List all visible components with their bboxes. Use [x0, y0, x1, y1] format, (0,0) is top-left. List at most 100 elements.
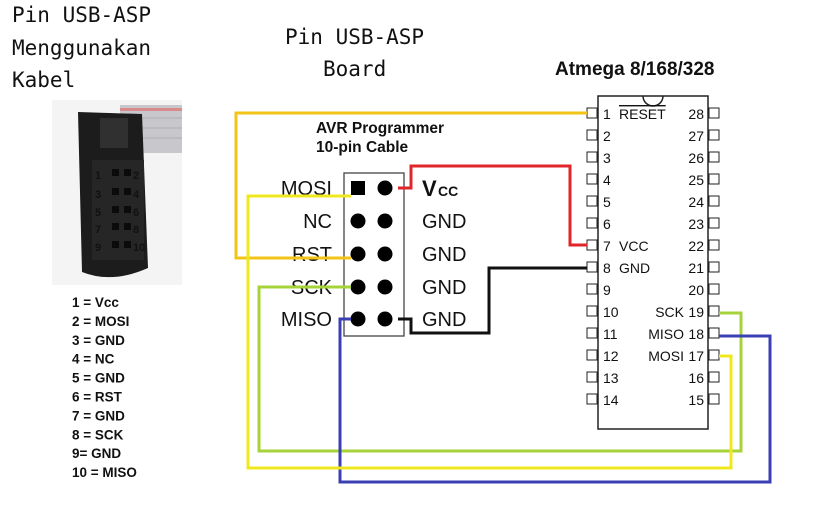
header-pin [377, 180, 393, 196]
pin-hole [124, 188, 131, 195]
chip-notch [642, 95, 664, 107]
pin-hole [112, 206, 119, 213]
vcc-wire [398, 164, 587, 247]
vcc-label-sub: CC [438, 183, 458, 199]
programmer-title-line-2: 10-pin Cable [316, 139, 409, 156]
photo-pin-label: 3 [95, 189, 101, 201]
chip-pin-number: 20 [688, 282, 704, 298]
header-pin [350, 279, 366, 295]
wires [234, 111, 772, 484]
chip-pin-number: 15 [688, 392, 704, 408]
pin-hole [112, 188, 119, 195]
chip-pin-label: RESET [619, 106, 666, 122]
board-title-line-1: Pin USB-ASP [285, 25, 424, 49]
chip-pin-number: 4 [603, 172, 611, 188]
pinout-list-item: 2 = MOSI [72, 314, 129, 329]
header-pin [350, 246, 366, 262]
header-pin-1-square [351, 181, 365, 195]
chip-pin-number: 8 [603, 260, 611, 276]
chip-pin-number: 13 [603, 370, 619, 386]
programmer-header-pins [350, 180, 393, 327]
chip-pin-label: SCK [655, 304, 684, 320]
pinout-list-item: 10 = MISO [72, 465, 137, 480]
chip-pin-number: 3 [603, 150, 611, 166]
pinout-list-item: 9= GND [72, 446, 121, 461]
chip-pin-number: 7 [603, 238, 611, 254]
chip-pin-pad [586, 151, 598, 163]
programmer-title: AVR Programmer 10-pin Cable [316, 120, 444, 156]
chip-title: Atmega 8/168/328 [555, 59, 715, 80]
chip-pin-number: 5 [603, 194, 611, 210]
chip-pin-pad [586, 217, 598, 229]
cable-title-line-3: Kabel [12, 68, 75, 92]
photo-pin-label: 4 [133, 189, 140, 201]
vcc-label-main: V [422, 176, 437, 201]
chip-pin-pad [708, 261, 720, 273]
chip-pin-pad [708, 195, 720, 207]
chip-pin-number: 19 [688, 304, 704, 320]
header-pin [350, 213, 366, 229]
chip-pin-pad [708, 305, 720, 317]
header-label-gnd: GND [422, 277, 466, 299]
chip-pin-number: 18 [688, 326, 704, 342]
chip-pin-label: MOSI [648, 348, 684, 364]
photo-pin-label: 6 [133, 207, 139, 219]
pinout-list-item: 8 = SCK [72, 427, 124, 442]
chip-pin-number: 27 [688, 128, 704, 144]
photo-pin-label: 8 [133, 224, 139, 236]
chip-pin-number: 11 [603, 326, 618, 342]
cable-title: Pin USB-ASP Menggunakan Kabel [12, 3, 151, 92]
pinout-list-item: 6 = RST [72, 390, 123, 405]
photo-pin-label: 9 [95, 242, 101, 254]
chip-pin-number: 1 [603, 106, 611, 122]
chip-pin-number: 17 [688, 348, 704, 364]
header-label-left: MISO [281, 309, 332, 331]
chip-pin-pad [586, 283, 598, 295]
cable-title-line-2: Menggunakan [12, 36, 151, 60]
chip-pin-pad [586, 173, 598, 185]
miso-wire [338, 317, 772, 484]
chip-pin-number: 28 [688, 106, 704, 122]
chip-pin-pad [586, 327, 598, 339]
chip-pin-pad [708, 239, 720, 251]
chip-pin-number: 24 [688, 194, 704, 210]
chip-pin-pad [586, 239, 598, 251]
pinout-list-item: 4 = NC [72, 352, 115, 367]
chip-pin-pad [708, 129, 720, 141]
programmer-header-box [343, 172, 405, 337]
pinout-list-item: 3 = GND [72, 333, 125, 348]
chip-pin-number: 16 [688, 370, 704, 386]
chip-pin-label: MISO [648, 326, 684, 342]
chip-pin-pad [586, 393, 598, 405]
board-title: Pin USB-ASP Board [285, 25, 424, 81]
chip-pin-number: 9 [603, 282, 611, 298]
chip-pin-pad [586, 107, 598, 119]
chip-pin-number: 25 [688, 172, 704, 188]
header-pin [350, 311, 366, 327]
pin-hole [112, 169, 119, 176]
chip-pin-number: 21 [688, 260, 704, 276]
cable-title-line-1: Pin USB-ASP [12, 3, 151, 27]
pin-hole [124, 206, 131, 213]
chip-pin-pad [586, 129, 598, 141]
chip-pin-number: 23 [688, 216, 704, 232]
chip-pin-label: VCC [619, 238, 649, 254]
pin-hole [112, 223, 119, 230]
chip-pin-pad [708, 173, 720, 185]
header-label-left: NC [303, 211, 332, 233]
chip-pin-pad [586, 371, 598, 383]
chip-pin-pad [708, 371, 720, 383]
pin-hole [124, 241, 131, 248]
board-title-line-2: Board [323, 57, 386, 81]
chip-pin-label: GND [619, 260, 650, 276]
header-pin [377, 311, 393, 327]
chip-pin-number: 10 [603, 304, 619, 320]
photo-pin-label: 5 [95, 207, 101, 219]
